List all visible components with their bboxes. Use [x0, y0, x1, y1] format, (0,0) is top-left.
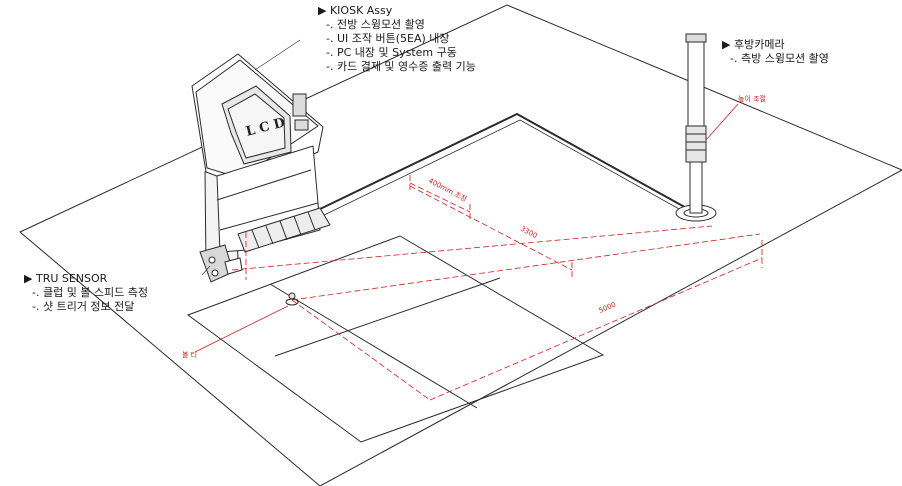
kiosk-callout-line: -. 카드 결제 및 영수증 출력 기능 [326, 60, 476, 73]
rear-camera-callout-marker: ▶ [722, 38, 731, 51]
sensor-leader [201, 265, 211, 276]
sensor-callout-line: -. 샷 트리거 정보 전달 [32, 300, 135, 313]
camera-tag-leader [705, 103, 739, 141]
dimension-lines [231, 175, 763, 401]
sensor-callout-marker: ▶ [24, 272, 33, 285]
hitting-mat [186, 235, 605, 443]
tee-marker [285, 292, 299, 306]
sensor-callout-title: TRU SENSOR [35, 272, 108, 285]
kiosk [191, 53, 331, 283]
rear-camera [675, 33, 717, 222]
rear-camera-callout-title: 후방카메라 [733, 38, 785, 51]
card-slot [292, 93, 307, 117]
floor-plate [19, 4, 902, 486]
camera-tag: 높이 조절 [738, 94, 766, 103]
kiosk-callout-title: KIOSK Assy [329, 4, 393, 17]
tee-tag-leader [194, 305, 289, 353]
kiosk-callout-line: -. 전방 스윙모션 촬영 [326, 18, 425, 31]
rear-camera-callout-line: -. 측방 스윙모션 촬영 [730, 52, 829, 65]
sensor-callout-line: -. 클럽 및 볼 스피드 측정 [32, 286, 149, 299]
back-rail [317, 112, 691, 211]
mat-divider-2 [274, 277, 501, 357]
kiosk-callout-marker: ▶ [318, 4, 327, 17]
sensor-callout: ▶ TRU SENSOR -. 클럽 및 볼 스피드 측정 -. 샷 트리거 정… [24, 272, 148, 314]
kiosk-callout-line: -. PC 내장 및 System 구동 [326, 46, 457, 59]
kiosk-button-bar [237, 207, 331, 253]
rear-camera-callout: ▶ 후방카메라 -. 측방 스윙모션 촬영 [722, 38, 829, 66]
back-rail-inner [317, 119, 689, 219]
kiosk-leader [254, 39, 301, 71]
mat-divider-1 [269, 283, 478, 409]
kiosk-callout: ▶ KIOSK Assy -. 전방 스윙모션 촬영 -. UI 조작 버튼(5… [318, 4, 476, 74]
tee-tag: 볼 티 [182, 350, 197, 359]
kiosk-callout-line: -. UI 조작 버튼(5EA) 내장 [326, 32, 450, 45]
